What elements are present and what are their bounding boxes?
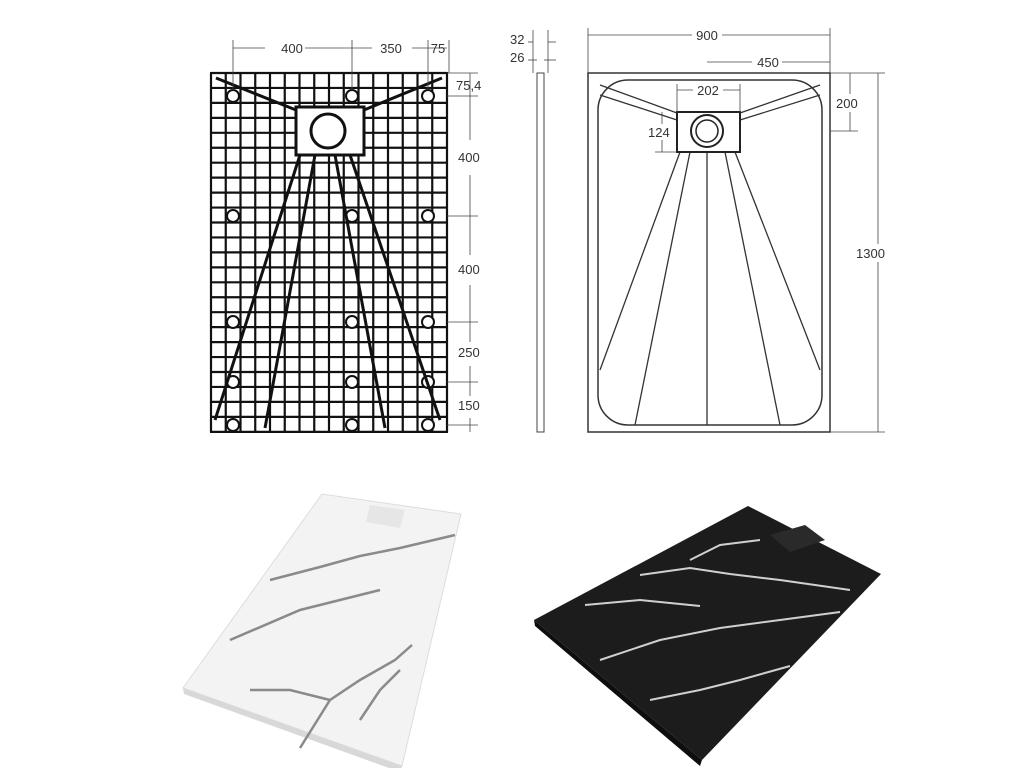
dim-350: 350 — [380, 41, 402, 56]
foot-hole — [421, 89, 435, 103]
dim-150: 150 — [458, 398, 480, 413]
underside-drawing: 400 350 75 75,4 400 400 250 150 — [209, 40, 488, 433]
dim-1300: 1300 — [856, 246, 885, 261]
foot-hole — [345, 89, 359, 103]
foot-hole — [226, 315, 240, 329]
foot-hole — [226, 209, 240, 223]
drain-hole — [309, 112, 347, 150]
black-marble-tray-photo — [534, 506, 881, 766]
dim-400-a: 400 — [458, 150, 480, 165]
drain-channels — [213, 76, 443, 429]
dim-202: 202 — [697, 83, 719, 98]
dim-26: 26 — [510, 50, 524, 65]
dim-200: 200 — [836, 96, 858, 111]
foot-hole — [421, 209, 435, 223]
foot-hole — [421, 418, 435, 432]
dim-250: 250 — [458, 345, 480, 360]
dim-400: 400 — [281, 41, 303, 56]
dim-400-b: 400 — [458, 262, 480, 277]
white-marble-tray-photo — [182, 493, 462, 768]
foot-hole — [226, 89, 240, 103]
dim-75-4: 75,4 — [456, 78, 481, 93]
dim-32: 32 — [510, 32, 524, 47]
foot-hole — [345, 375, 359, 389]
dim-75: 75 — [431, 41, 445, 56]
foot-hole — [226, 418, 240, 432]
slope-lines — [599, 84, 821, 426]
foot-hole — [345, 418, 359, 432]
foot-hole — [345, 315, 359, 329]
dim-450: 450 — [757, 55, 779, 70]
profile-drawing: 32 26 — [510, 30, 556, 433]
top-view-drawing: 900 450 202 200 124 1300 — [587, 27, 892, 433]
foot-hole — [421, 315, 435, 329]
dim-124: 124 — [648, 125, 670, 140]
dim-900: 900 — [696, 28, 718, 43]
